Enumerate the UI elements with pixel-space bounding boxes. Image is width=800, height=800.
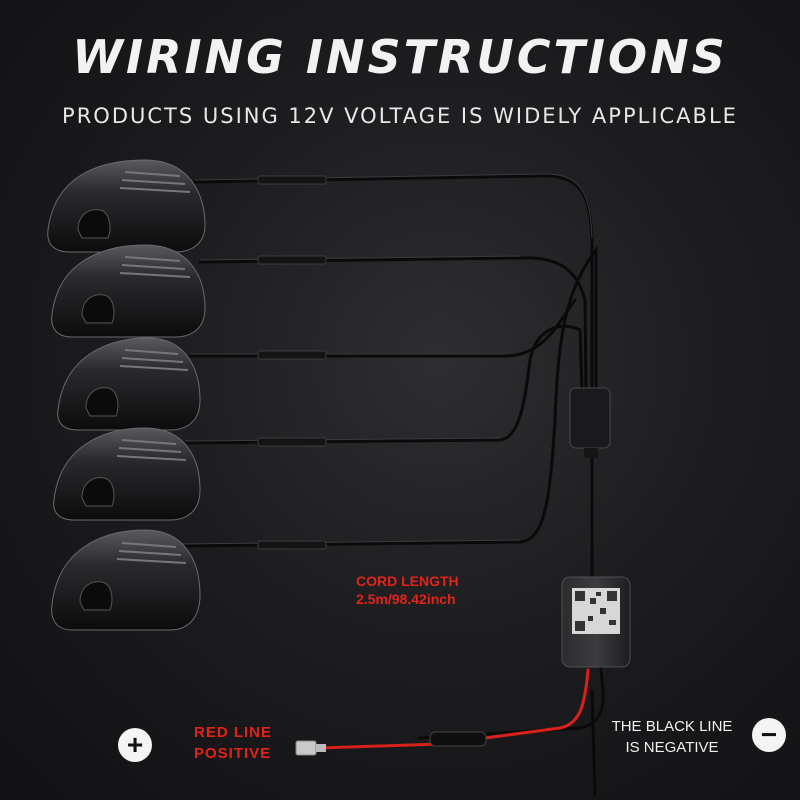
red-line-desc: POSITIVE <box>194 745 272 762</box>
black-line-label: THE BLACK LINE IS NEGATIVE <box>604 716 740 758</box>
black-line-title: THE BLACK LINE <box>611 718 733 735</box>
wire-1 <box>193 174 594 392</box>
page-title: WIRING INSTRUCTIONS <box>72 30 728 84</box>
red-line-label: RED LINE POSITIVE <box>194 722 272 764</box>
bluetooth-controller <box>561 576 631 668</box>
splitter-block <box>569 387 611 458</box>
black-line-desc: IS NEGATIVE <box>625 739 719 756</box>
wire-3 <box>188 298 577 358</box>
page-subtitle: PRODUCTS USING 12V VOLTAGE IS WIDELY APP… <box>62 104 738 128</box>
red-line-title: RED LINE <box>194 724 273 741</box>
wire-controller-out <box>418 658 605 740</box>
cab-light-1 <box>47 159 206 253</box>
wire-5 <box>178 245 598 548</box>
cab-light-4 <box>53 427 201 521</box>
minus-icon: − <box>752 718 786 752</box>
plus-icon: + <box>118 728 152 762</box>
cab-light-2 <box>51 244 206 338</box>
cab-light-3 <box>57 337 201 431</box>
fuse-holder <box>429 731 487 747</box>
cab-light-5 <box>51 529 201 631</box>
cord-length-label: CORD LENGTH 2.5m/98.42inch <box>356 572 459 608</box>
cord-length-value: 2.5m/98.42inch <box>356 591 456 607</box>
wire-2 <box>198 256 588 392</box>
cord-length-title: CORD LENGTH <box>356 573 459 589</box>
wire-4 <box>183 324 584 445</box>
red-wire-terminal <box>295 740 326 756</box>
red-wire <box>318 668 590 750</box>
inline-connectors <box>257 175 327 550</box>
